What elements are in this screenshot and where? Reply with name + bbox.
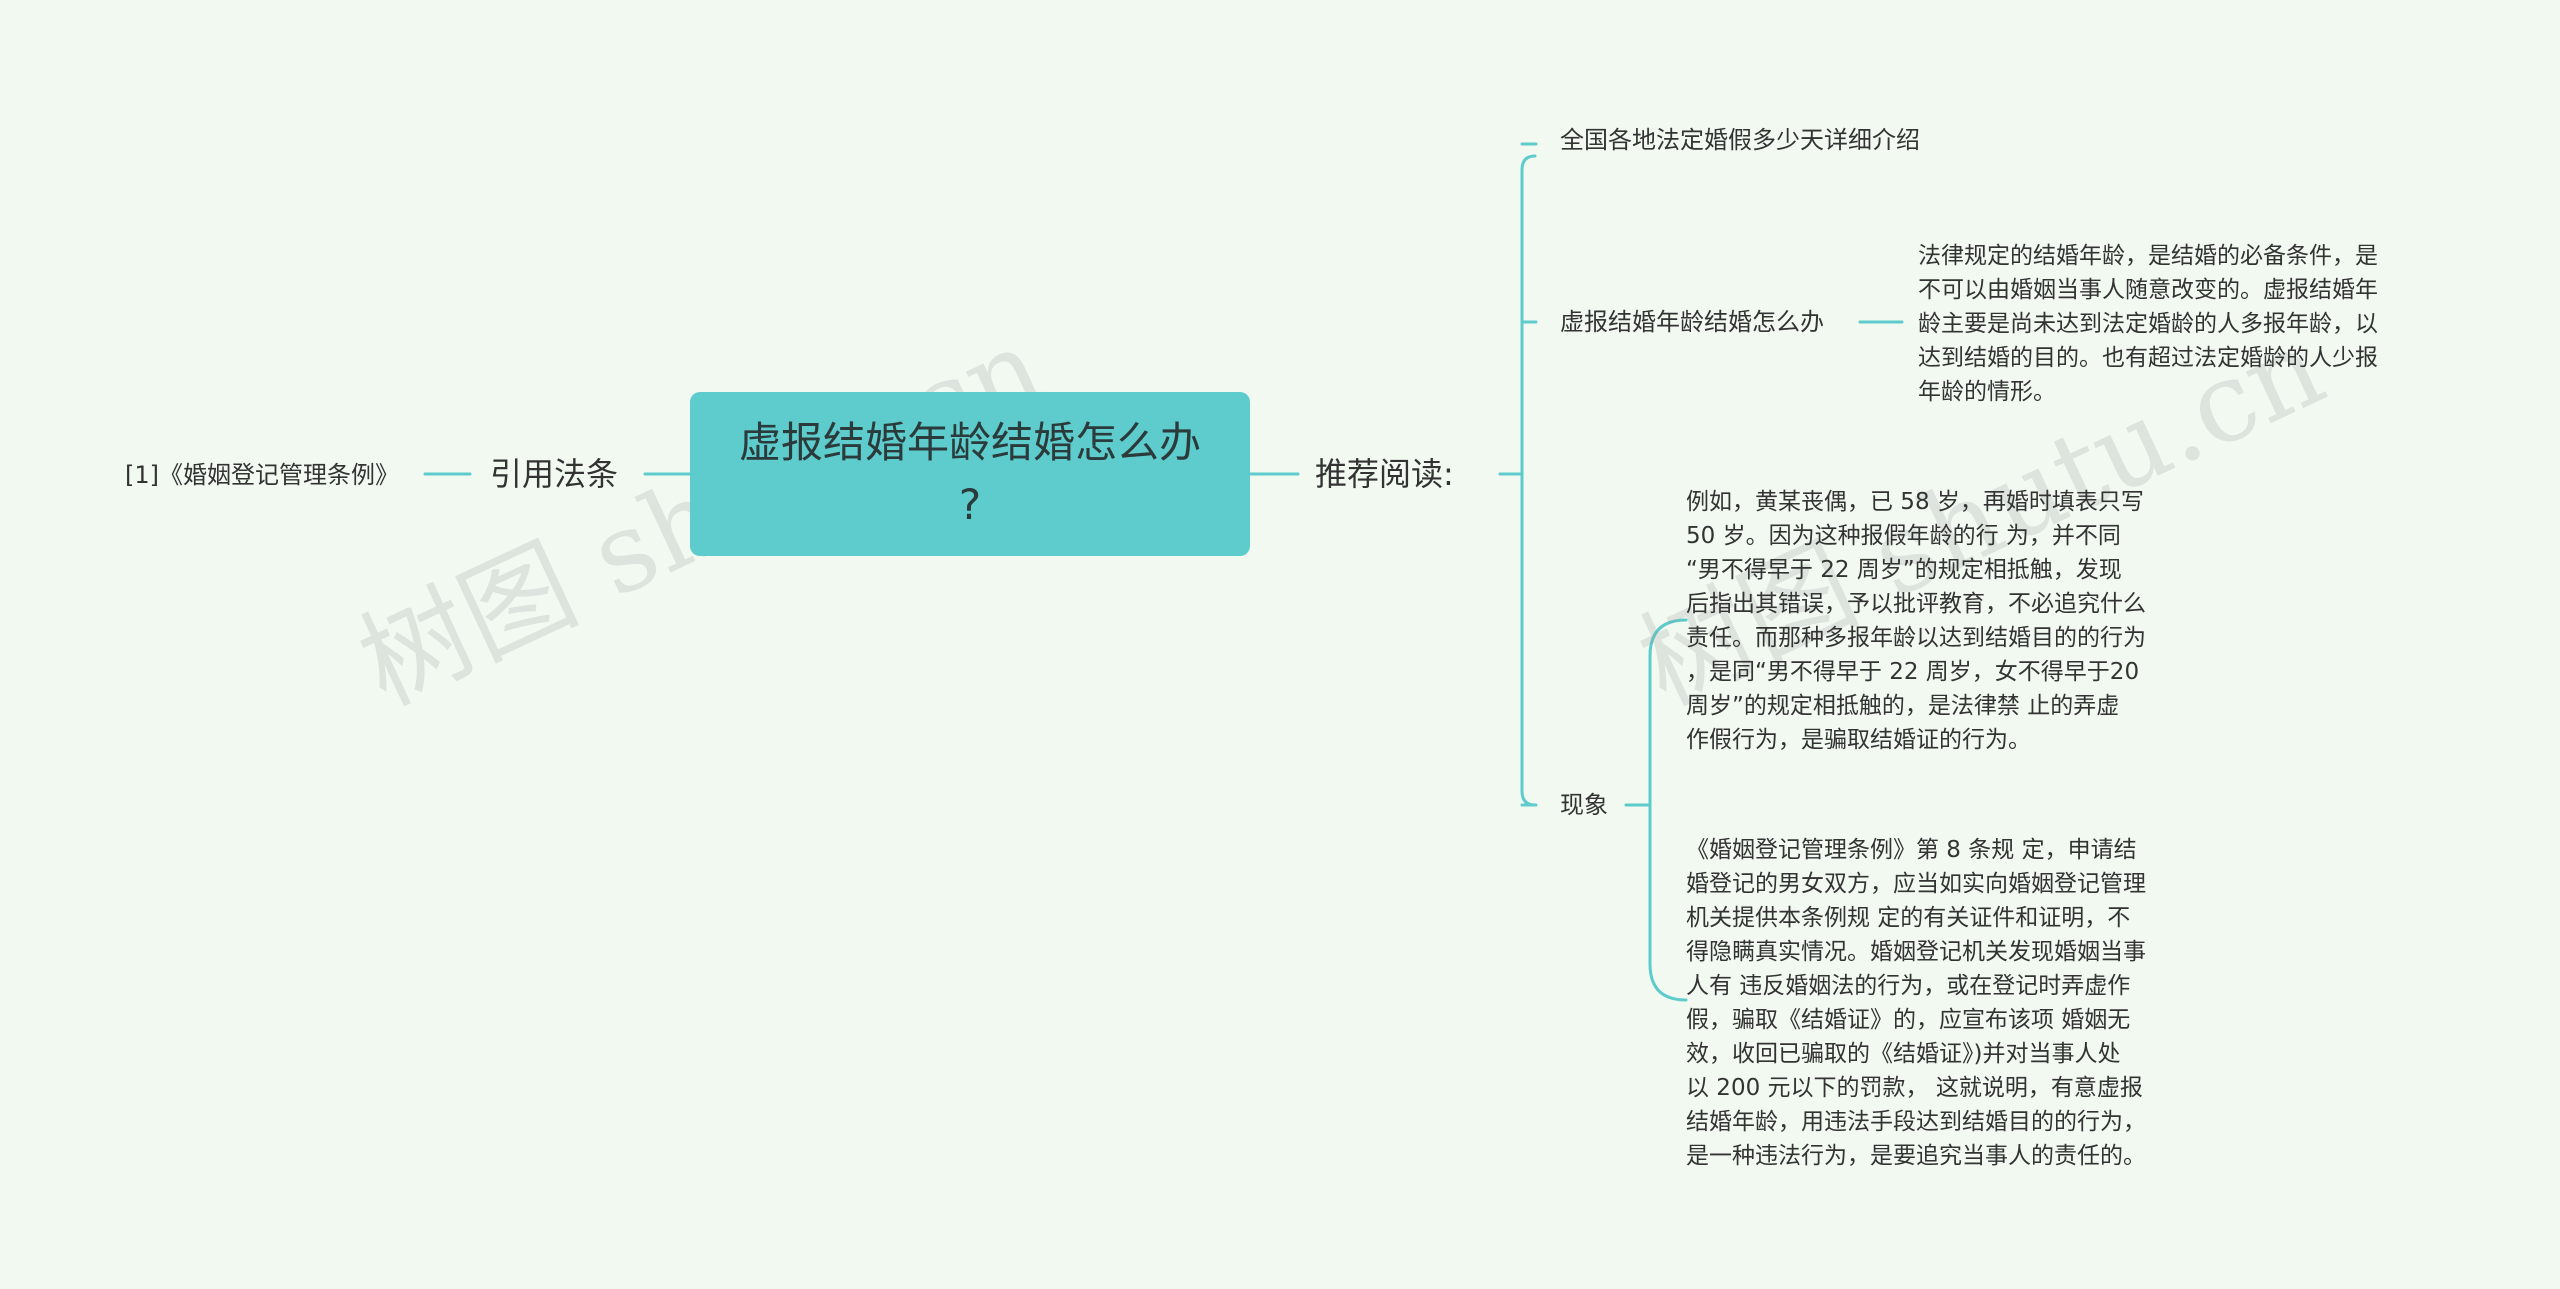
item-phenomenon[interactable]: 现象: [1560, 791, 1608, 819]
root-topic[interactable]: 虚报结婚年龄结婚怎么办 ?: [690, 392, 1250, 556]
phenomenon-example-detail: 例如，黄某丧偶，已 58 岁，再婚时填表只写 50 岁。因为这种报假年龄的行 为…: [1686, 489, 2146, 753]
bracket-item3: [1648, 618, 1688, 1002]
phenomenon-regulation-detail: 《婚姻登记管理条例》第 8 条规 定，申请结 婚登记的男女双方，应当如实向婚姻登…: [1686, 837, 2146, 1169]
leaf-marriage-registration-regulation[interactable]: [1]《婚姻登记管理条例》: [125, 461, 399, 489]
branch-recommended-reading[interactable]: 推荐阅读:: [1315, 455, 1454, 493]
item-false-age-marriage[interactable]: 虚报结婚年龄结婚怎么办: [1560, 308, 1824, 336]
item-marriage-leave[interactable]: 全国各地法定婚假多少天详细介绍: [1560, 126, 1920, 154]
item-false-age-marriage-detail: 法律规定的结婚年龄，是结婚的必备条件，是 不可以由婚姻当事人随意改变的。虚报结婚…: [1918, 243, 2378, 405]
branch-cited-law[interactable]: 引用法条: [490, 455, 619, 493]
spine-right: [1520, 154, 1537, 807]
